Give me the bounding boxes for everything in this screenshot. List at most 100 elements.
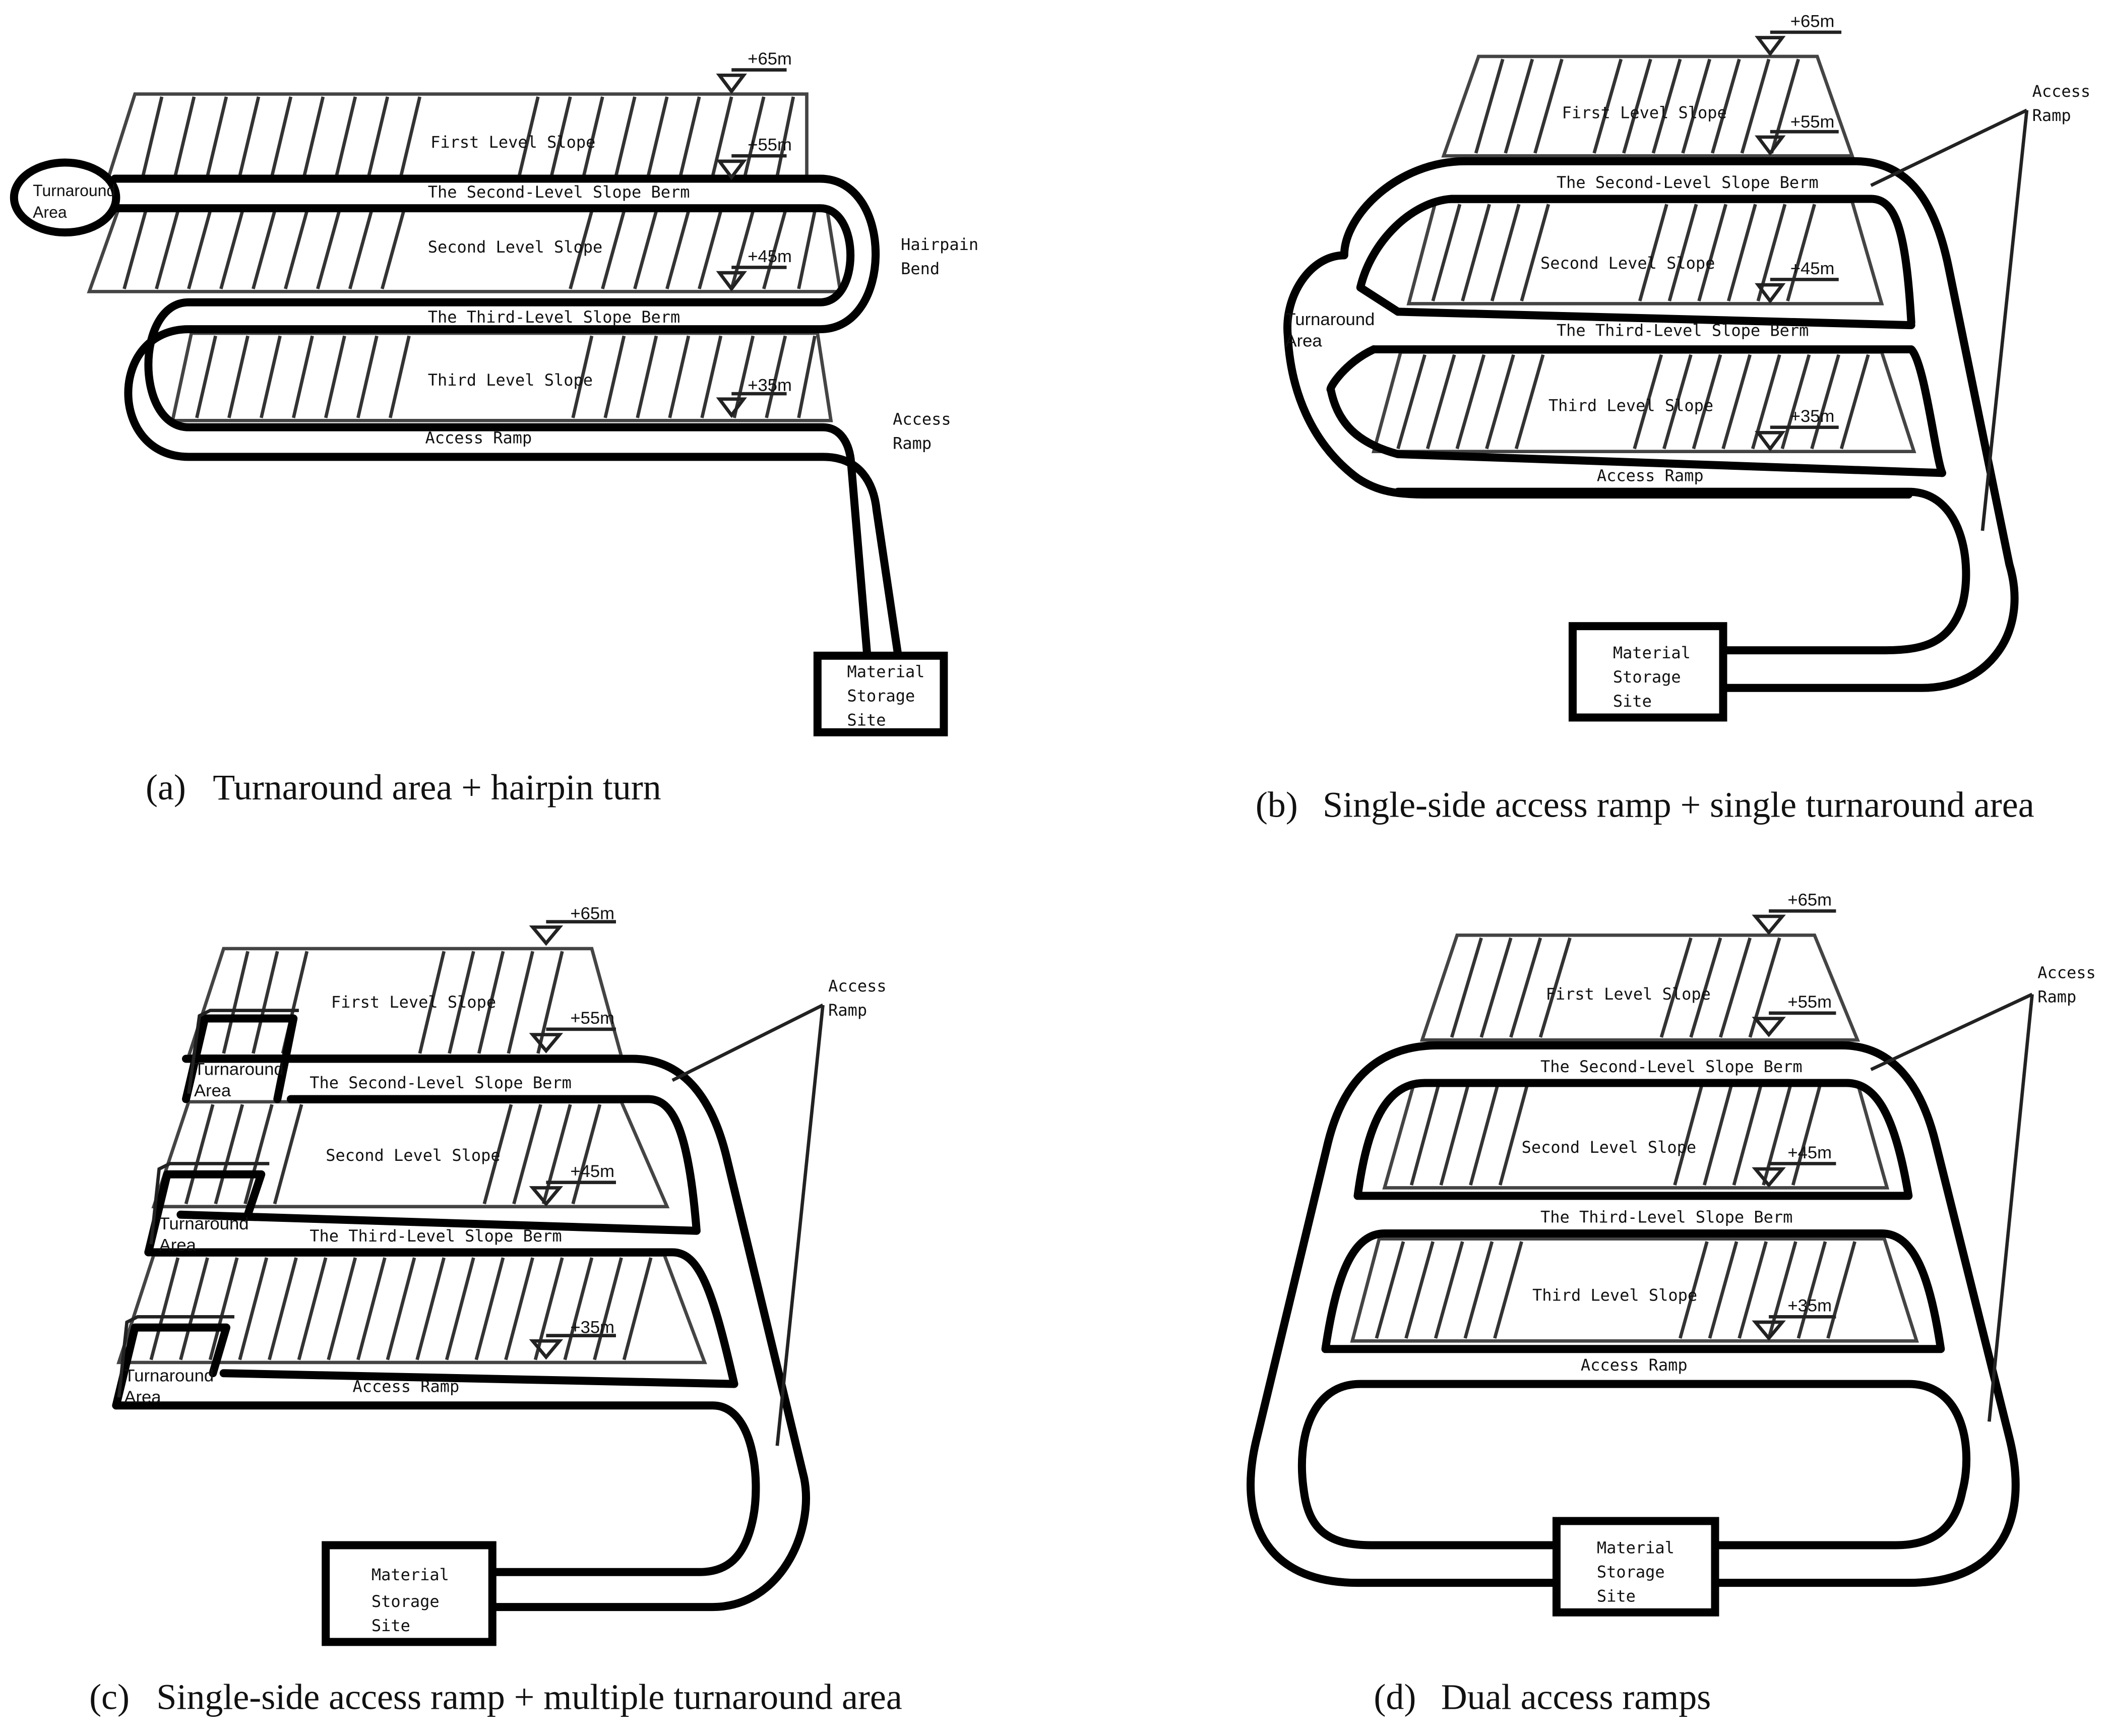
second-level-slope-label: Second Level Slope (428, 237, 602, 257)
first-level-slope-label-d: First Level Slope (1546, 984, 1711, 1004)
panel-c: First Level Slope Second Level Slope (89, 904, 902, 1717)
turnaround-label-c-2b: Area (159, 1236, 197, 1255)
first-level-slope-label-b: First Level Slope (1562, 103, 1727, 122)
caption-b-text: Single-side access ramp + single turnaro… (1323, 785, 2034, 825)
second-level-slope-c: Second Level Slope (151, 1100, 670, 1209)
turnaround-c-3 (112, 1323, 230, 1410)
elevation-65-a: +65m (748, 49, 792, 69)
ramp-label-c: Ramp (828, 1001, 867, 1020)
third-level-slope-label-b: Third Level Slope (1548, 396, 1713, 415)
elevation-65-d: +65m (1787, 891, 1832, 910)
ramp-inner-b (1370, 195, 1970, 655)
outer-loop-d (1247, 1041, 2020, 1587)
elevation-55-c: +55m (570, 1009, 614, 1028)
storage-label-c-1: Material (371, 1565, 449, 1584)
first-level-slope-label-c: First Level Slope (331, 993, 496, 1012)
third-level-slope-a: Third Level Slope (170, 331, 833, 422)
material-storage-site-d (1552, 1517, 1719, 1617)
storage-label-b-2: Storage (1613, 667, 1681, 687)
turnaround-label-1: Turnaround (33, 181, 115, 200)
material-storage-site-c (322, 1541, 497, 1646)
first-level-slope-b: First Level Slope (1441, 54, 1855, 158)
inner-ring-3-d (1297, 1380, 1970, 1549)
elevation-55-a: +55m (748, 136, 792, 155)
ramp-label-d: Ramp (2037, 987, 2076, 1007)
caption-c-tag: (c) (89, 1677, 130, 1717)
elevation-35-b: +35m (1790, 407, 1835, 426)
turnaround-label-c-1b: Area (194, 1081, 231, 1100)
hatch-lines (141, 96, 795, 176)
second-level-slope-d: Second Level Slope (1382, 1081, 1890, 1190)
second-berm-label-d: The Second-Level Slope Berm (1540, 1057, 1803, 1076)
turnaround-area-a (10, 158, 120, 237)
inner-ring-1-d (1353, 1079, 1913, 1200)
third-berm-label-b: The Third-Level Slope Berm (1557, 321, 1809, 340)
storage-label-3: Site (847, 710, 886, 729)
leader-lines-b (1870, 108, 2029, 531)
caption-a-tag: (a) (146, 767, 186, 808)
turnaround-label-2: Area (33, 203, 67, 221)
access-label-d: Access (2037, 963, 2095, 982)
caption-d-tag: (d) (1374, 1677, 1416, 1717)
hairpin-label-1: Hairpain (901, 235, 978, 254)
turnaround-label-c-3a: Turnaround (124, 1366, 214, 1385)
first-level-slope-label: First Level Slope (430, 133, 595, 152)
outer-loop-b (1283, 157, 1913, 499)
panel-a: First Level Slope Second Level Slope (10, 49, 978, 808)
elevation-markers-b (1755, 30, 1842, 452)
elevation-markers-a (716, 68, 787, 418)
elevation-45-b: +45m (1790, 259, 1835, 278)
inner-loop-b (1326, 195, 1946, 477)
turnaround-label-c-3b: Area (124, 1388, 161, 1407)
second-level-slope-label-c: Second Level Slope (326, 1146, 500, 1165)
panel-b: First Level Slope Second Level Slope (1256, 12, 2090, 825)
caption-a-text: Turnaround area + hairpin turn (213, 767, 661, 808)
storage-label-b-3: Site (1613, 692, 1652, 711)
elevation-55-b: +55m (1790, 112, 1835, 132)
inner-ring-2-d (1321, 1229, 1945, 1353)
elevation-65-b: +65m (1790, 12, 1835, 31)
elevation-55-d: +55m (1787, 993, 1832, 1012)
second-level-slope-b: Second Level Slope (1406, 200, 1884, 305)
storage-label-1: Material (847, 662, 924, 681)
elevation-45-c: +45m (570, 1162, 614, 1181)
material-storage-site-a (813, 651, 948, 736)
storage-label-d-2: Storage (1597, 1562, 1665, 1581)
turnaround-c-2 (144, 1170, 266, 1257)
leader-lines-c (671, 1003, 825, 1446)
ramp-label-b: Ramp (2032, 106, 2071, 125)
material-storage-site-b (1568, 622, 1727, 722)
caption-d-text: Dual access ramps (1441, 1677, 1711, 1717)
third-level-slope-b: Third Level Slope (1372, 350, 1916, 453)
elevation-35-c: +35m (570, 1318, 614, 1337)
elevation-markers-d (1752, 909, 1836, 1341)
access-ramp-label: Access Ramp (425, 428, 532, 448)
second-level-slope-label-b: Second Level Slope (1540, 254, 1715, 273)
leader-lines-d (1870, 993, 2034, 1422)
elevation-35-d: +35m (1787, 1296, 1832, 1316)
elevation-65-c: +65m (570, 904, 614, 923)
turnaround-c-1 (182, 1014, 298, 1103)
storage-label-c-3: Site (371, 1616, 410, 1635)
access-label-1: Access (893, 409, 951, 428)
third-level-slope-label-d: Third Level Slope (1532, 1285, 1697, 1305)
second-berm-label: The Second-Level Slope Berm (428, 182, 690, 202)
access-label-b: Access (2032, 82, 2090, 101)
third-level-slope-d: Third Level Slope (1350, 1237, 1919, 1343)
second-berm-label-b: The Second-Level Slope Berm (1557, 173, 1819, 192)
panel-d: First Level Slope Second Level Slope (1247, 891, 2096, 1717)
turnaround-label-c-2a: Turnaround (159, 1214, 249, 1233)
third-berm-label-c: The Third-Level Slope Berm (309, 1226, 562, 1246)
second-level-slope-a: Second Level Slope (87, 206, 843, 293)
access-ramp-label-d: Access Ramp (1581, 1355, 1688, 1375)
third-level-slope-label: Third Level Slope (428, 370, 593, 390)
caption-c-text: Single-side access ramp + multiple turna… (156, 1677, 902, 1717)
elevation-markers-c (529, 920, 616, 1360)
access-label-c: Access (828, 976, 886, 996)
first-level-slope-a: First Level Slope (105, 92, 809, 180)
storage-label-d-3: Site (1597, 1586, 1636, 1605)
hairpin-label-2: Bend (901, 259, 940, 278)
storage-label-c-2: Storage (371, 1592, 440, 1611)
third-berm-label: The Third-Level Slope Berm (428, 307, 680, 327)
